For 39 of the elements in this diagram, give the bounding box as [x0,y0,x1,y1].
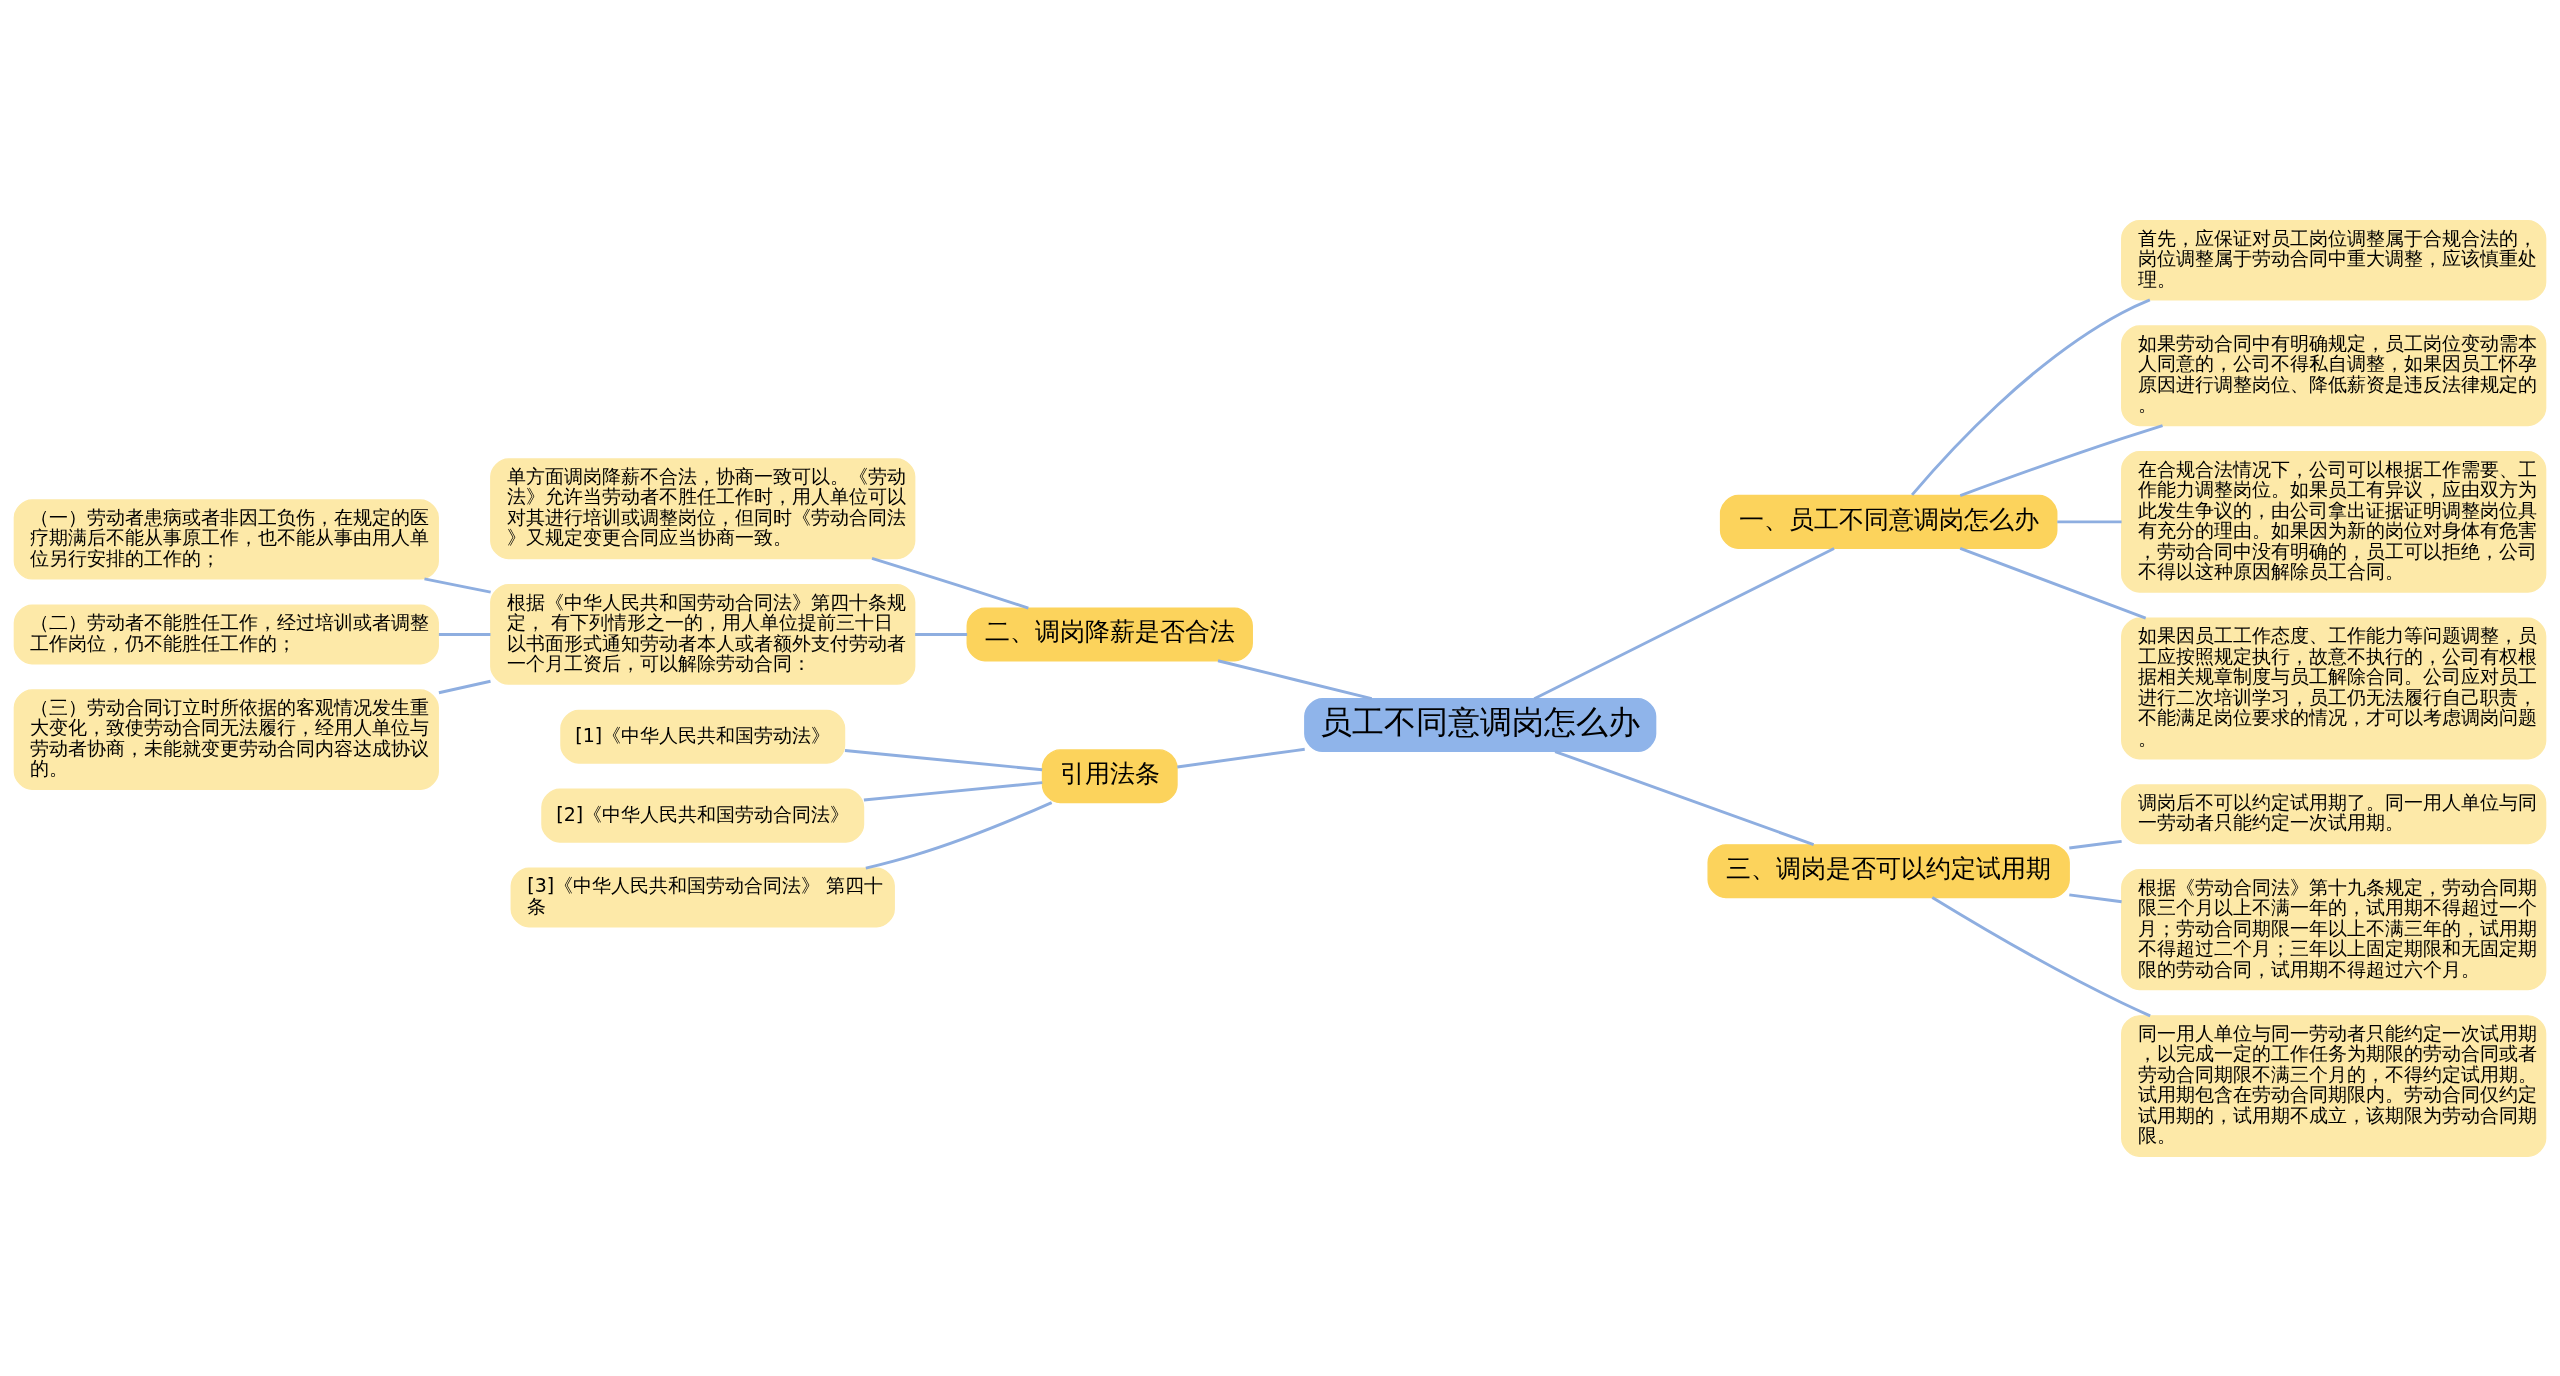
connector [438,632,491,636]
node-box: （二）劳动者不能胜任工作，经过培训或者调整工作岗位，仍不能胜任工作的； [13,603,439,664]
node-box: 引用法条 [1041,748,1178,803]
connector [1177,747,1305,768]
connector [1959,423,2163,497]
node-box: 根据《劳动合同法》第十九条规定，劳动合同期限三个月以上不满一年的，试用期不得超过一个月；劳动合同期限一年以上不满三年的，试用期不得超过二个月；三年以上固定期限和无固定期限的劳动合同，试用期不得超过六个月。 [2121,868,2547,990]
connector [863,780,1043,801]
connector [871,556,1029,609]
connector [915,632,968,636]
node-box: 三、调岗是否可以约定试用期 [1707,843,2070,898]
connector [1533,546,1835,700]
connector [865,800,1053,870]
connector [438,679,491,694]
node-box: 一、员工不同意调岗怎么办 [1719,494,2058,549]
node-box: 首先，应保证对员工岗位调整属于合规合法的，岗位调整属于劳动合同中重大调整，应该慎重处理。 [2121,219,2547,300]
node-box: 单方面调岗降薪不合法，协商一致可以。《劳动法》允许当劳动者不胜任工作时，用人单位可以对其进行培训或调整岗位，但同时《劳动合同法》又规定变更合同应当协商一致。 [490,457,916,559]
node-box: 如果劳动合同中有明确规定，员工岗位变动需本人同意的，公司不得私自调整，如果因员工怀孕原因进行调整岗位、降低薪资是违反法律规定的。 [2121,324,2547,426]
node-box: 在合规合法情况下，公司可以根据工作需要、工作能力调整岗位。如果员工有异议，应由双方为此发生争议的，由公司拿出证据证明调整岗位具有充分的理由。如果因为新的岗位对身体有危害，劳动合同中没有明确的，员工可以拒绝，公司不得以这种原因解除员工合同。 [2121,450,2547,593]
node-box: 根据《中华人民共和国劳动合同法》第四十条规定， 有下列情形之一的，用人单位提前三十日以书面形式通知劳动者本人或者额外支付劳动者一个月工资后，可以解除劳动合同： [490,583,916,685]
node-box: 调岗后不可以约定试用期了。同一用人单位与同一劳动者只能约定一次试用期。 [2121,783,2547,844]
node-box: （一）劳动者患病或者非因工负伤，在规定的医疗期满后不能从事原工作，也不能从事由用人单位另行安排的工作的； [13,498,439,580]
connector [2057,519,2122,523]
connector [1554,749,1815,846]
connector [1959,546,2147,620]
node-box: [1]《中华人民共和国劳动法》 [560,709,846,764]
node-box: 员工不同意调岗怎么办 [1304,697,1657,752]
connector [1217,658,1373,700]
connector [2069,839,2122,849]
node-box: 同一用人单位与同一劳动者只能约定一次试用期，以完成一定的工作任务为期限的劳动合同或者劳动合同期限不满三个月的，不得约定试用期。试用期包含在劳动合同期限内。劳动合同仅约定试用期的，试用期不成立，该期限为劳动合同期限。 [2121,1014,2547,1157]
node-box: （三）劳动合同订立时所依据的客观情况发生重大变化，致使劳动合同无法履行，经用人单位与劳动者协商，未能就变更劳动合同内容达成协议的。 [13,688,439,790]
node-box: 如果因员工工作态度、工作能力等问题调整，员工应按照规定执行，故意不执行的，公司有权根据相关规章制度与员工解除合同。公司应对员工进行二次培训学习，员工仍无法履行自己职责，不能满足岗位要求的情况，才可以考虑调岗问题。 [2121,617,2547,759]
connector [424,576,491,594]
connector [1931,895,2151,1017]
connector [2069,892,2122,903]
connector [844,748,1043,771]
node-box: [2]《中华人民共和国劳动合同法》 [541,788,865,843]
connector [1910,297,2151,496]
node-box: 二、调岗降薪是否合法 [966,606,1253,661]
node-box: [3]《中华人民共和国劳动合同法》 第四十条 [510,867,895,927]
